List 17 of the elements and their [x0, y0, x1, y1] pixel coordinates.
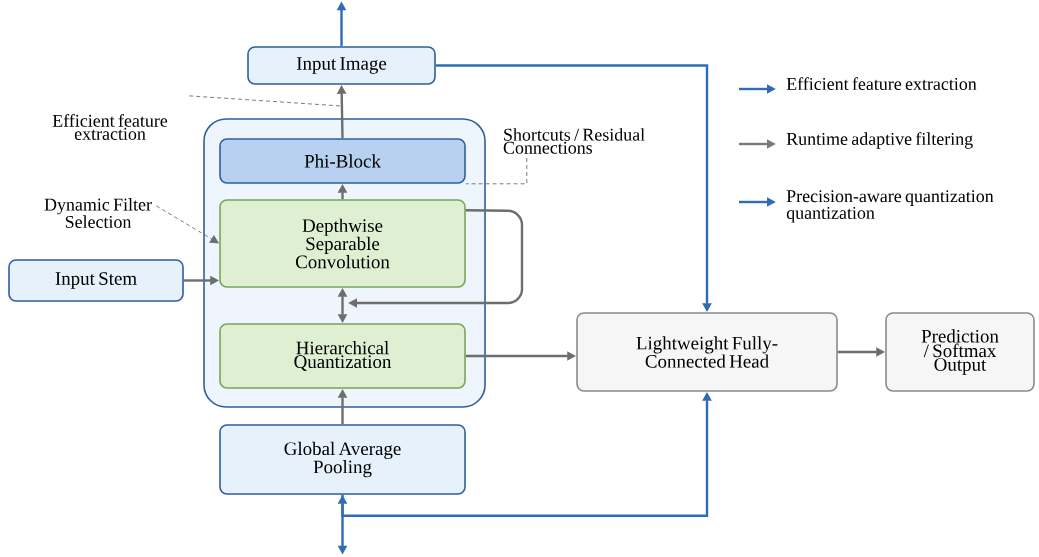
legend-text: Runtime adaptive filtering	[786, 132, 973, 149]
process-box: Input Image	[247, 46, 436, 85]
annotation-text: Efficient feature extraction	[52, 114, 168, 140]
process-box: Hierarchical Quantization	[219, 323, 466, 389]
process-box: Lightweight Fully-Connected Head	[576, 312, 838, 392]
leader-line	[465, 157, 528, 185]
process-box: Input Stem	[8, 259, 184, 302]
process-box: Prediction / Softmax Output	[885, 312, 1035, 392]
annotation-text: Dynamic Filter Selection	[44, 198, 152, 228]
process-box: Global Average Pooling	[219, 424, 466, 495]
legend-text: Efficient feature extraction	[786, 77, 977, 90]
annotation-text: Shortcuts / Residual Connections	[503, 128, 645, 154]
dashed-arrow	[155, 205, 219, 244]
process-box: Depthwise Separable Convolution	[219, 199, 466, 288]
legend-text: Precision-aware quantization quantization	[786, 190, 994, 223]
leader-line	[188, 95, 342, 107]
process-box: Phi-Block	[219, 138, 466, 184]
